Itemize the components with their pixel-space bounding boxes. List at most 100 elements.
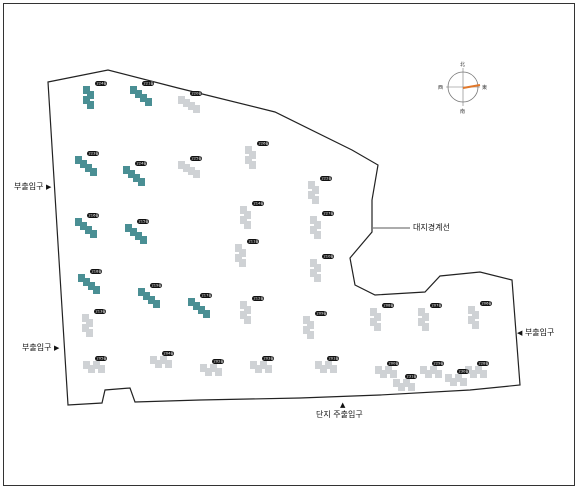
building-name: 214동 (254, 202, 265, 206)
unit-block (140, 94, 147, 102)
building-222동: 222동 (308, 176, 332, 204)
building-badge (262, 356, 274, 361)
building-badge (90, 269, 102, 274)
building-badge (95, 81, 107, 86)
building-badge (382, 303, 394, 308)
building-213동: 213동 (82, 309, 106, 337)
unit-block (75, 218, 82, 226)
building-227동: 227동 (310, 211, 334, 239)
unit-block (80, 222, 87, 230)
building-name: 220동 (192, 92, 203, 96)
unit-block (245, 156, 252, 164)
unit-block (385, 366, 392, 374)
unit-block (135, 90, 142, 98)
building-badge (190, 156, 202, 161)
unit-block (93, 286, 100, 294)
unit-block (310, 269, 317, 277)
unit-block (83, 86, 90, 94)
building-name: 207동 (432, 304, 443, 308)
compass-e: 東 (482, 84, 487, 91)
building-badge (257, 141, 269, 146)
unit-block (203, 310, 210, 318)
unit-block (308, 181, 315, 189)
unit-block (83, 361, 90, 369)
building-name: 211동 (249, 240, 260, 244)
building-207동: 207동 (418, 303, 442, 331)
unit-block (82, 314, 89, 322)
unit-block (250, 361, 257, 369)
sub-entrance-lower: 부출입구 ▶ (22, 343, 59, 353)
unit-block (425, 370, 432, 378)
building-224동: 224동 (83, 81, 107, 109)
unit-block (160, 356, 167, 364)
building-204동: 204동 (150, 351, 174, 368)
unit-block (435, 370, 442, 378)
building-name: 201동 (329, 357, 340, 361)
unit-block (418, 318, 425, 326)
unit-block (145, 98, 152, 106)
frame-border (3, 3, 575, 486)
unit-block (93, 361, 100, 369)
building-214동: 214동 (240, 201, 264, 229)
building-211동: 211동 (235, 239, 259, 267)
building-badge (322, 211, 334, 216)
unit-block (480, 370, 487, 378)
building-badge (457, 369, 469, 374)
unit-block (143, 292, 150, 300)
building-badge (94, 309, 106, 314)
building-badge (212, 359, 224, 364)
building-name: 222동 (322, 177, 333, 181)
unit-block (244, 211, 251, 219)
unit-block (472, 311, 479, 319)
unit-block (215, 368, 222, 376)
building-name: 224동 (97, 82, 108, 86)
arrow-left-icon: ◀ (517, 329, 523, 337)
building-205동: 205동 (83, 356, 107, 373)
building-name: 223동 (89, 152, 100, 156)
building-220동: 220동 (178, 91, 202, 113)
unit-block (138, 288, 145, 296)
building-badge (162, 351, 174, 356)
building-badge (430, 303, 442, 308)
unit-block (244, 306, 251, 314)
unit-block (239, 249, 246, 257)
unit-block (200, 364, 207, 372)
unit-block (90, 230, 97, 238)
building-216동: 216동 (75, 213, 99, 238)
building-badge (135, 161, 147, 166)
unit-block (260, 361, 267, 369)
building-217동: 217동 (188, 293, 212, 318)
unit-block (310, 216, 317, 224)
unit-block (188, 167, 195, 175)
building-badge (150, 283, 162, 288)
unit-block (138, 178, 145, 186)
unit-block (408, 383, 415, 391)
unit-block (320, 365, 327, 373)
building-name: 209동 (317, 312, 328, 316)
building-name: 215동 (139, 220, 150, 224)
unit-block (82, 324, 89, 332)
building-name: 200동 (389, 362, 400, 366)
unit-block (244, 316, 251, 324)
building-name: 212동 (254, 297, 265, 301)
unit-block (460, 378, 467, 386)
building-name: 206동 (482, 302, 493, 306)
sub-entrance-upper: 부출입구 ▶ (14, 182, 51, 192)
unit-block (135, 232, 142, 240)
unit-block (205, 368, 212, 376)
building-206동: 206동 (468, 301, 492, 329)
unit-block (265, 365, 272, 373)
building-name: 227동 (324, 212, 335, 216)
unit-block (78, 274, 85, 282)
unit-block (249, 151, 256, 159)
unit-block (240, 216, 247, 224)
building-badge (252, 201, 264, 206)
unit-block (128, 170, 135, 178)
unit-block (255, 365, 262, 373)
unit-block (393, 379, 400, 387)
unit-block (314, 231, 321, 239)
sub-entrance-upper-text: 부출입구 (14, 182, 44, 191)
building-202동: 202동 (200, 359, 224, 376)
unit-block (310, 259, 317, 267)
building-name: 217동 (202, 294, 213, 298)
